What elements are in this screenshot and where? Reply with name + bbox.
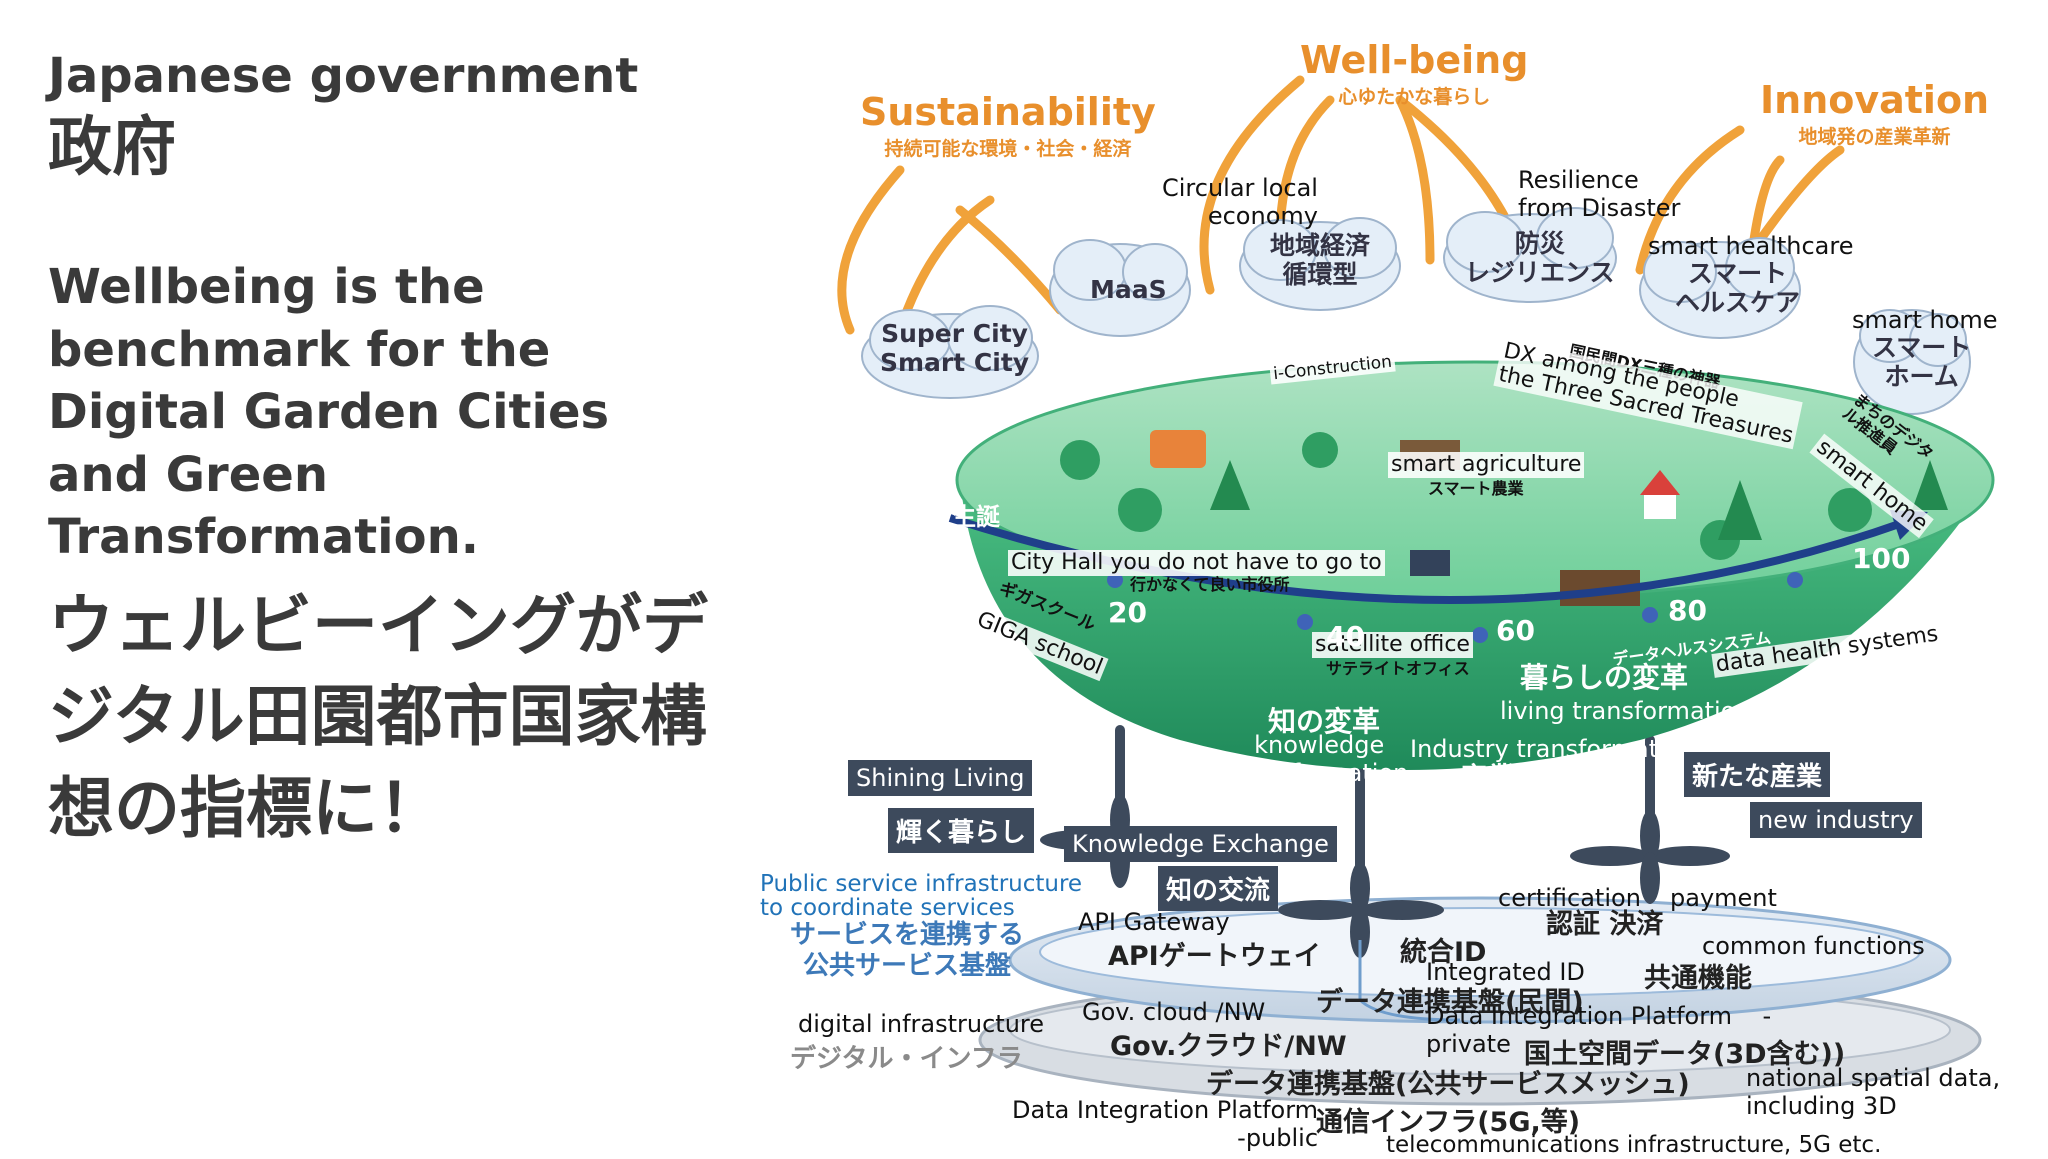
- label-data-platform-private: Data Integration Platform - private: [1426, 1002, 1772, 1059]
- box-new-industry: new industry: [1750, 802, 1922, 838]
- digital-garden-city-diagram: Sustainability 持続可能な環境・社会・経済 Well-being …: [760, 38, 2048, 1158]
- label-gov-cloud-jp: Gov.クラウド/NW: [1110, 1031, 1347, 1062]
- label-kurashi-jp: 暮らしの変革: [1520, 661, 1689, 694]
- label-smart-agriculture: smart agriculture: [1388, 452, 1585, 478]
- page-title: Japanese government: [48, 48, 639, 104]
- label-telecom-infra-jp: 通信インフラ(5G,等): [1316, 1107, 1581, 1138]
- label-gov-cloud: Gov. cloud /NW: [1082, 998, 1266, 1026]
- label-integrated-id: Integrated ID: [1426, 958, 1585, 986]
- label-satellite-office: satellite office: [1312, 632, 1473, 658]
- label-city-hall-jp: 行かなくて良い市役所: [1130, 575, 1290, 594]
- label-smart-healthcare: smart healthcare: [1648, 232, 1854, 260]
- age-markers: [1107, 572, 1803, 643]
- cloud-smart-home: [1853, 309, 1971, 415]
- label-knowledge-transformation: knowledge transformation: [1230, 731, 1409, 787]
- age-40: 40: [1326, 620, 1365, 653]
- label-spatial-data: national spatial data, including 3D: [1746, 1064, 2001, 1121]
- description: Wellbeing is the benchmark for the Digit…: [48, 259, 610, 565]
- label-smart-agriculture-jp: スマート農業: [1428, 479, 1524, 498]
- label-payment: payment: [1670, 884, 1777, 912]
- cloud-resilience: [1443, 207, 1617, 303]
- cloud-healthcare: [1639, 237, 1801, 339]
- cloud-maas: [1049, 239, 1191, 337]
- diagram-graphics: [837, 75, 1995, 1106]
- label-industry-transformation: Industry transformation: [1410, 735, 1695, 763]
- label-data-platform-private-jp: データ連携基盤(民間): [1316, 987, 1584, 1018]
- label-resilience: Resilience from Disaster: [1518, 166, 1681, 223]
- label-satellite-office-jp: サテライトオフィス: [1326, 659, 1470, 678]
- goal-wellbeing: Well-being 心ゆたかな暮らし: [1300, 38, 1529, 108]
- cloud-resilience-label: 防災 レジリエンス: [1465, 229, 1615, 287]
- cloud-healthcare-label: スマート ヘルスケア: [1675, 259, 1801, 317]
- age-60: 60: [1496, 614, 1535, 647]
- label-certification: certification: [1498, 884, 1641, 912]
- label-smart-home: smart home: [1852, 306, 1998, 334]
- label-spatial-data-jp: 国土空間データ(3D含む)): [1524, 1039, 1846, 1070]
- cloud-smart-home-label: スマート ホーム: [1872, 333, 1972, 391]
- age-80: 80: [1668, 594, 1707, 627]
- box-shining-living-jp: 輝く暮らし: [888, 808, 1035, 853]
- label-api-gateway-jp: APIゲートウェイ: [1108, 941, 1321, 972]
- age-100: 100: [1852, 542, 1911, 575]
- label-telecom-infra: telecommunications infrastructure, 5G et…: [1386, 1132, 1882, 1158]
- goal-sustainability: Sustainability 持続可能な環境・社会・経済: [860, 90, 1156, 160]
- cloud-super-city-label: Super City Smart City: [880, 319, 1030, 377]
- label-sangyo-jp: 産業の変革: [1460, 761, 1601, 794]
- label-chi-jp: 知の変革: [1268, 705, 1381, 738]
- cloud-local-economy-label: 地域経済 循環型: [1270, 231, 1371, 289]
- cloud-maas-label: MaaS: [1090, 275, 1167, 304]
- box-shining-living: Shining Living: [848, 760, 1033, 796]
- label-common-functions-jp: 共通機能: [1644, 963, 1752, 994]
- goal-innovation: Innovation 地域発の産業革新: [1760, 78, 1990, 148]
- label-integrated-id-jp: 統合ID: [1400, 937, 1487, 968]
- label-living-transformation: living transformation: [1500, 697, 1751, 725]
- age-20: 20: [1108, 596, 1147, 629]
- label-data-platform-public-jp: データ連携基盤(公共サービスメッシュ): [1206, 1069, 1690, 1100]
- box-new-industry-jp: 新たな産業: [1684, 752, 1831, 797]
- box-knowledge-exchange: Knowledge Exchange: [1064, 826, 1337, 862]
- cloud-local-economy: [1239, 217, 1401, 311]
- label-public-service-infra: Public service infrastructure to coordin…: [760, 871, 1083, 922]
- label-api-gateway: API Gateway: [1078, 908, 1230, 936]
- label-digital-infrastructure: digital infrastructure: [798, 1010, 1045, 1038]
- label-data-platform-public: Data Integration Platform -public: [1012, 1096, 1319, 1153]
- label-cert-payment-jp: 認証 決済: [1546, 909, 1664, 940]
- platform-connectors: [1358, 940, 1461, 1022]
- page-title-jp: 政府: [48, 110, 176, 185]
- box-knowledge-exchange-jp: 知の交流: [1158, 866, 1279, 911]
- left-text-panel: Japanese government 政府 Wellbeing is the …: [48, 48, 768, 854]
- cloud-super-city: [861, 305, 1039, 399]
- label-birth: 生誕: [952, 503, 1000, 531]
- label-city-hall: City Hall you do not have to go to: [1008, 550, 1385, 576]
- description-jp: ウェルビーイングがデジタル田園都市国家構想の指標に！: [48, 587, 708, 847]
- platform-upper-top: [1039, 907, 1921, 997]
- label-public-service-infra-jp: サービスを連携する 公共サービス基盤: [790, 920, 1025, 982]
- label-common-functions: common functions: [1702, 932, 1925, 960]
- label-digital-infrastructure-jp: デジタル・インフラ: [790, 1044, 1023, 1074]
- label-circular-economy: Circular local economy: [1162, 174, 1318, 231]
